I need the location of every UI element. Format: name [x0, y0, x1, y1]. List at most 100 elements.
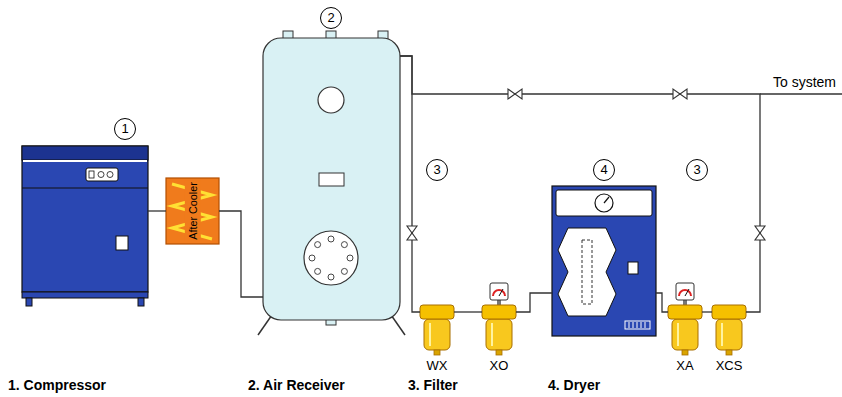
air-receiver-drawing — [318, 87, 344, 113]
air-receiver-drawing — [315, 268, 321, 274]
filter: XCS — [712, 305, 746, 355]
dryer-drawing — [645, 322, 646, 328]
filter-drawing — [685, 289, 689, 296]
after-cooler: After Cooler — [166, 178, 219, 244]
dryer-drawing — [552, 186, 656, 336]
compressor-drawing — [22, 146, 148, 292]
dryer-drawing — [625, 321, 650, 329]
air-receiver-drawing — [328, 274, 334, 280]
pipe-connector — [656, 293, 668, 312]
callout-number: 1 — [114, 118, 136, 140]
dryer-drawing — [637, 322, 638, 328]
air-receiver-drawing — [315, 242, 321, 248]
compressor-drawing — [116, 236, 128, 250]
dryer-drawing — [628, 262, 638, 274]
air-receiver-drawing — [309, 255, 315, 261]
filter-drawing — [496, 350, 502, 355]
after-cooler-drawing — [166, 178, 219, 244]
filter-drawing — [424, 319, 450, 350]
legend-caption: 4. Dryer — [548, 377, 600, 393]
compressor-drawing — [98, 172, 104, 178]
valve-symbol — [755, 226, 765, 240]
filter-drawing — [491, 323, 493, 346]
filter-drawing — [434, 350, 440, 355]
pipe-connector — [400, 56, 760, 312]
system-supply-pipe — [760, 93, 842, 94]
valve-symbol — [407, 233, 417, 240]
air-receiver-drawing — [304, 231, 358, 285]
pipe-connector — [516, 293, 552, 312]
compressor-drawing — [89, 171, 94, 178]
valve-symbol — [407, 226, 417, 233]
legend-caption: 3. Filter — [408, 377, 458, 393]
valve-symbol — [508, 89, 515, 99]
valve-symbol — [755, 233, 765, 240]
filter-drawing — [486, 319, 512, 350]
pipe-connector — [219, 211, 263, 297]
filter-drawing — [482, 305, 516, 319]
filter-drawing — [721, 323, 723, 346]
filter-drawing — [420, 305, 454, 319]
valve-symbol — [673, 89, 680, 99]
valve-symbol — [673, 89, 687, 99]
filter-label: XCS — [716, 358, 743, 374]
filter-drawing — [482, 283, 516, 355]
callout-number: 3 — [686, 159, 708, 181]
compressor-drawing — [138, 298, 144, 306]
air-receiver-drawing — [263, 38, 400, 320]
filter-drawing — [493, 290, 505, 296]
filter-drawing — [677, 323, 679, 346]
component-label: After Cooler — [184, 181, 200, 241]
filter-drawing — [679, 290, 691, 296]
after-cooler-drawing — [166, 178, 219, 244]
dryer-drawing — [629, 322, 645, 328]
dryer-drawing — [552, 186, 656, 336]
compressor-drawing — [22, 146, 148, 160]
air-receiver-drawing — [341, 268, 347, 274]
legend-caption: 1. Compressor — [8, 377, 106, 393]
air-receiver: 2 — [263, 38, 400, 320]
filter: WX — [420, 305, 454, 355]
filter-drawing — [672, 319, 698, 350]
callout-number: 4 — [593, 159, 615, 181]
valve-symbol — [755, 226, 765, 233]
filter: XO — [482, 305, 516, 355]
compressor-drawing — [107, 172, 113, 178]
filter-drawing — [683, 300, 687, 305]
compressor-drawing — [26, 298, 32, 306]
filter: XA — [668, 305, 702, 355]
dryer-drawing — [558, 228, 616, 316]
dryer-drawing — [595, 194, 613, 212]
dryer-drawing — [629, 322, 630, 328]
filter-drawing — [420, 305, 454, 355]
filter-drawing — [716, 319, 742, 350]
valve-symbol — [680, 89, 687, 99]
air-receiver-drawing — [341, 242, 347, 248]
compressor-drawing — [22, 146, 148, 306]
dryer: 4 — [552, 186, 656, 336]
filter-drawing — [490, 283, 508, 300]
pipe-connector — [148, 210, 166, 211]
air-receiver-drawing — [347, 255, 353, 261]
air-receiver-drawing — [309, 236, 353, 280]
filter-drawing — [712, 305, 746, 319]
air-receiver-drawing — [328, 236, 334, 242]
callout-number: 2 — [320, 7, 342, 29]
pipe-connector — [454, 311, 482, 312]
filter-drawing — [497, 300, 501, 305]
filter-label: XA — [676, 358, 693, 374]
compressor-drawing — [86, 168, 118, 181]
filter-drawing — [668, 283, 702, 355]
dryer-drawing — [604, 197, 609, 203]
filter-label: XO — [490, 358, 509, 374]
filter-drawing — [726, 350, 732, 355]
dryer-drawing — [641, 322, 642, 328]
callout-number: 3 — [426, 159, 448, 181]
pipe-connector — [702, 311, 712, 312]
valve-symbol — [407, 226, 417, 240]
dryer-drawing — [556, 190, 652, 216]
